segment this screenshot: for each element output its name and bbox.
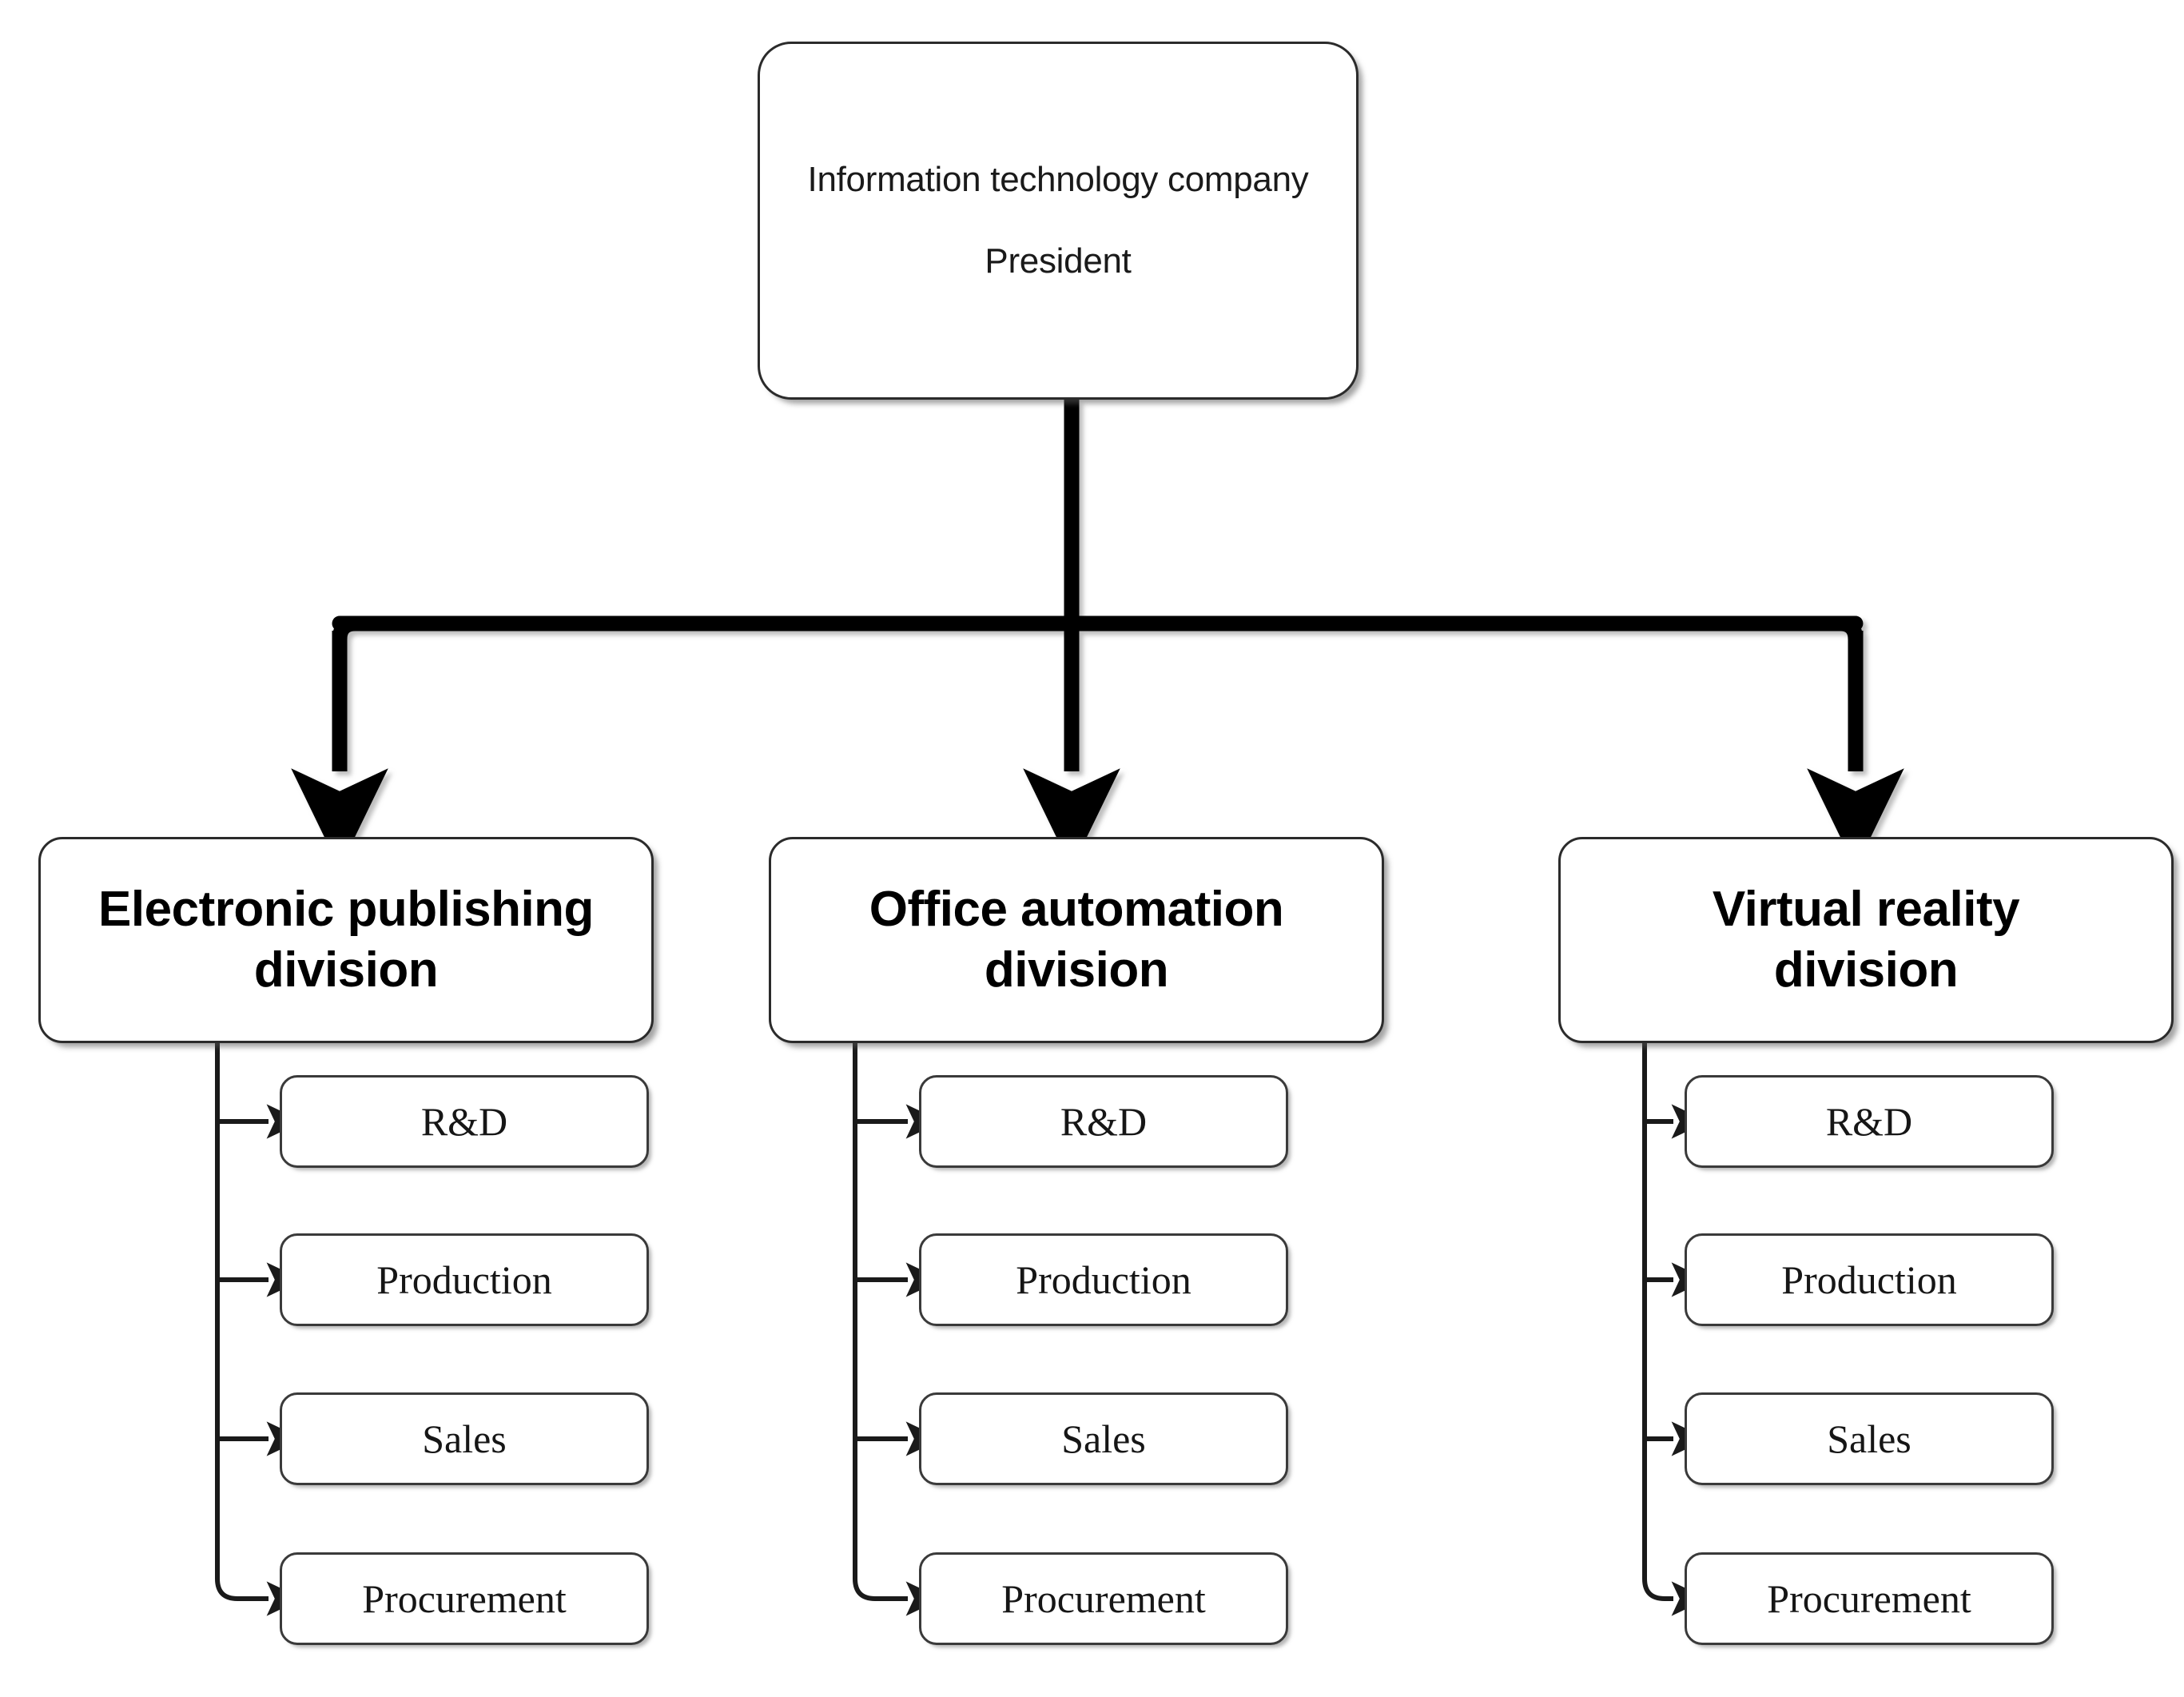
division-2-sales-label: Sales	[1061, 1416, 1146, 1461]
division-1-trunk	[215, 1043, 304, 1616]
division-2-label-line2: division	[984, 942, 1169, 998]
node-division-2-sales[interactable]: Sales	[919, 1392, 1288, 1485]
division-1-rd-label: R&D	[420, 1099, 508, 1144]
division-2-trunk	[853, 1043, 943, 1616]
node-division-3-sales[interactable]: Sales	[1685, 1392, 2054, 1485]
division-1-label-line1: Electronic publishing	[98, 882, 594, 938]
node-division-3-procurement[interactable]: Procurement	[1685, 1552, 2054, 1645]
division-3-label-line1: Virtual reality	[1712, 882, 2020, 938]
division-2-production-label: Production	[1016, 1257, 1191, 1302]
division-3-sales-label: Sales	[1827, 1416, 1911, 1461]
node-division-1-procurement[interactable]: Procurement	[280, 1552, 649, 1645]
node-division-2-production[interactable]: Production	[919, 1233, 1288, 1326]
division-2-child-connectors	[853, 1043, 943, 1616]
node-division-2-rd[interactable]: R&D	[919, 1075, 1288, 1168]
node-division-office-automation[interactable]: Office automation division	[769, 837, 1384, 1043]
node-division-virtual-reality[interactable]: Virtual reality division	[1558, 837, 2174, 1043]
node-division-2-procurement[interactable]: Procurement	[919, 1552, 1288, 1645]
division-3-label-line2: division	[1773, 942, 1959, 998]
bar-corner-right	[1839, 615, 1864, 640]
division-1-production-label: Production	[376, 1257, 552, 1302]
division-2-label-line1: Office automation	[869, 882, 1284, 938]
division-3-rd-label: R&D	[1825, 1099, 1913, 1144]
division-2-rd-label: R&D	[1060, 1099, 1148, 1144]
node-president[interactable]: Information technology company President	[758, 42, 1359, 400]
division-2-procurement-label: Procurement	[1001, 1576, 1206, 1621]
president-to-divisions-connector	[291, 400, 1904, 869]
president-title-label: President	[985, 241, 1132, 281]
node-division-electronic-publishing[interactable]: Electronic publishing division	[38, 837, 654, 1043]
division-1-sales-label: Sales	[422, 1416, 507, 1461]
node-division-1-sales[interactable]: Sales	[280, 1392, 649, 1485]
division-3-procurement-label: Procurement	[1767, 1576, 1971, 1621]
node-division-1-production[interactable]: Production	[280, 1233, 649, 1326]
node-division-3-rd[interactable]: R&D	[1685, 1075, 2054, 1168]
division-1-child-connectors	[215, 1043, 304, 1616]
division-3-child-connectors	[1642, 1043, 1709, 1616]
division-3-production-label: Production	[1781, 1257, 1957, 1302]
division-3-trunk	[1642, 1043, 1709, 1616]
president-company-label: Information technology company	[807, 160, 1309, 199]
node-division-3-production[interactable]: Production	[1685, 1233, 2054, 1326]
division-1-procurement-label: Procurement	[362, 1576, 567, 1621]
node-division-1-rd[interactable]: R&D	[280, 1075, 649, 1168]
bar-corner-left	[332, 615, 356, 640]
division-1-label-line2: division	[253, 942, 439, 998]
